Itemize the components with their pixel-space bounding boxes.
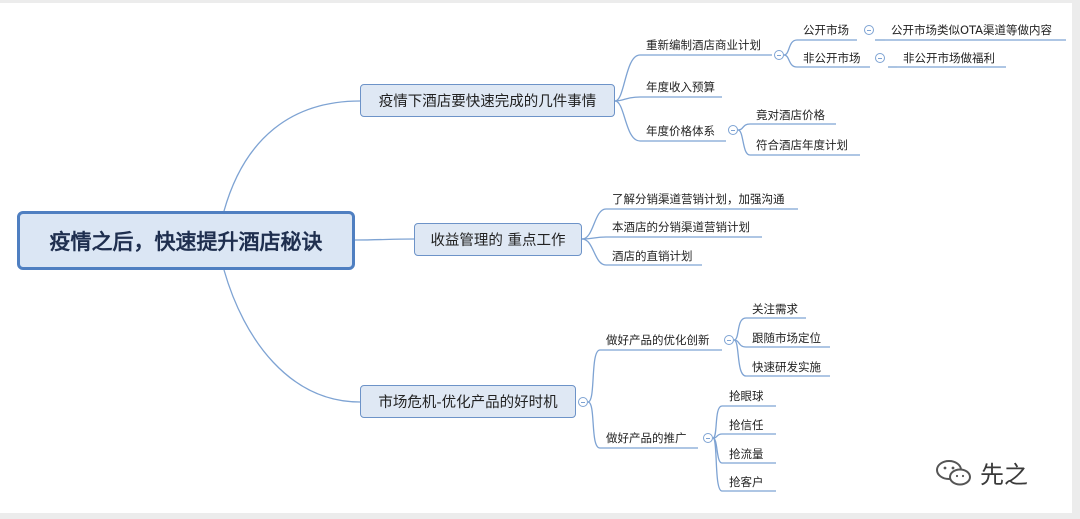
- topic-public-market[interactable]: 公开市场: [803, 23, 849, 37]
- connector-b3-c2a: [712, 405, 723, 439]
- topic-distribution-plan[interactable]: 了解分销渠道营销计划，加强沟通: [612, 192, 785, 206]
- branch-3-topic[interactable]: 市场危机-优化产品的好时机: [360, 385, 576, 418]
- collapse-toggle-icon[interactable]: [864, 25, 874, 35]
- topic-private-market-detail[interactable]: 非公开市场做福利: [903, 51, 995, 65]
- topic-product-promotion[interactable]: 做好产品的推广: [606, 431, 687, 445]
- topic-direct-sales-plan[interactable]: 酒店的直销计划: [612, 249, 693, 263]
- topic-grab-attention[interactable]: 抢眼球: [729, 389, 764, 403]
- connector-b1-c1a: [783, 39, 798, 56]
- topic-annual-budget[interactable]: 年度收入预算: [646, 80, 715, 94]
- collapse-toggle-icon[interactable]: [728, 125, 738, 135]
- connector-b3-c2: [587, 401, 601, 449]
- connector-b1-c3: [614, 100, 641, 142]
- topic-rapid-development[interactable]: 快速研发实施: [752, 360, 821, 374]
- connector-b3-c1a: [733, 317, 747, 341]
- topic-product-innovation[interactable]: 做好产品的优化创新: [606, 333, 710, 347]
- connector-root-b2: [354, 238, 415, 241]
- topic-focus-demand[interactable]: 关注需求: [752, 302, 798, 316]
- topic-competitor-price[interactable]: 竟对酒店价格: [756, 108, 825, 122]
- connector-b2-c3: [581, 238, 607, 266]
- topic-grab-customers[interactable]: 抢客户: [729, 475, 764, 489]
- watermark-text: 先之: [980, 461, 1028, 489]
- connector-b2-c1: [581, 208, 607, 240]
- topic-grab-traffic[interactable]: 抢流量: [729, 447, 764, 461]
- topic-annual-plan-fit[interactable]: 符合酒店年度计划: [756, 138, 848, 152]
- connector-b1-c3a: [737, 123, 751, 131]
- collapse-toggle-icon[interactable]: [578, 397, 588, 407]
- root-topic[interactable]: 疫情之后，快速提升酒店秘诀: [17, 211, 355, 270]
- watermark: 先之: [934, 455, 1028, 490]
- topic-price-system[interactable]: 年度价格体系: [646, 124, 715, 138]
- connector-b3-c1c: [733, 339, 747, 377]
- collapse-toggle-icon[interactable]: [703, 433, 713, 443]
- topic-market-positioning[interactable]: 跟随市场定位: [752, 331, 821, 345]
- topic-business-plan[interactable]: 重新编制酒店商业计划: [646, 38, 761, 52]
- wechat-icon: [936, 459, 971, 485]
- topic-private-market[interactable]: 非公开市场: [803, 51, 861, 65]
- branch-1-topic[interactable]: 疫情下酒店要快速完成的几件事情: [360, 84, 615, 117]
- collapse-toggle-icon[interactable]: [724, 335, 734, 345]
- connector-b1-c1: [614, 54, 641, 102]
- connector-b1-c3b: [737, 129, 751, 156]
- collapse-toggle-icon[interactable]: [774, 50, 784, 60]
- collapse-toggle-icon[interactable]: [875, 53, 885, 63]
- connector-b3-c2d: [712, 437, 723, 492]
- connector-b1-c2: [614, 96, 641, 102]
- connector-b1-c1b: [783, 54, 798, 68]
- topic-grab-trust[interactable]: 抢信任: [729, 418, 764, 432]
- connector-root-b1: [223, 100, 361, 212]
- topic-public-market-detail[interactable]: 公开市场类似OTA渠道等做内容: [891, 23, 1053, 37]
- topic-hotel-distribution-plan[interactable]: 本酒店的分销渠道营销计划: [612, 220, 750, 234]
- connector-root-b3: [223, 269, 361, 403]
- connector-b3-c1: [587, 349, 601, 403]
- branch-2-topic[interactable]: 收益管理的 重点工作: [414, 223, 582, 256]
